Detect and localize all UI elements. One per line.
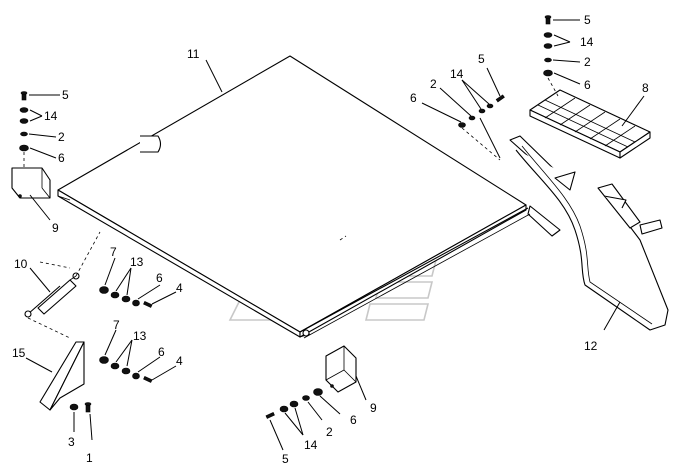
callout-14-left: 14	[44, 109, 58, 123]
callout-6-rack: 6	[584, 78, 591, 92]
callout-3: 3	[68, 435, 75, 449]
gas-strut	[24, 231, 101, 339]
hardware-row-top	[421, 67, 505, 161]
leader-12	[603, 301, 621, 331]
callout-2-bottom: 2	[326, 425, 333, 439]
bracket-bottom	[265, 345, 367, 451]
callout-5-rack: 5	[584, 13, 591, 27]
callout-10: 10	[14, 257, 28, 271]
callout-5-bottom: 5	[282, 452, 289, 466]
support-rod	[299, 207, 531, 339]
callout-9-left: 9	[52, 221, 59, 235]
callout-6-top: 6	[410, 91, 417, 105]
callout-14-bottom: 14	[304, 438, 318, 452]
callout-labels: 11 5 14 2 6 9 10 7 13 6 4 15 7 13 6 4 3 …	[12, 13, 649, 466]
bracket-left	[11, 91, 60, 221]
callout-9-bottom: 9	[370, 401, 377, 415]
callout-5-top: 5	[478, 52, 485, 66]
hardware-stack-rack	[543, 15, 581, 97]
callout-1: 1	[86, 451, 93, 465]
hardware-row-mid	[99, 257, 177, 308]
callout-5-left: 5	[62, 88, 69, 102]
callout-13-lower: 13	[133, 329, 147, 343]
support-arm	[509, 135, 669, 331]
callout-4-upper: 4	[176, 281, 183, 295]
callout-2-rack: 2	[584, 55, 591, 69]
callout-11: 11	[187, 47, 200, 61]
callout-13-upper: 13	[130, 255, 144, 269]
cover-panel	[57, 55, 527, 338]
callout-12: 12	[584, 339, 598, 353]
callout-6-upper: 6	[156, 271, 163, 285]
callout-8: 8	[642, 81, 649, 95]
callout-4-lower: 4	[176, 354, 183, 368]
callout-6-bottom: 6	[350, 413, 357, 427]
callout-2-top: 2	[430, 77, 437, 91]
callout-15: 15	[12, 346, 26, 360]
hardware-hinge-bottom	[69, 402, 93, 441]
callout-7-lower: 7	[113, 318, 120, 332]
hinge-bracket	[25, 341, 85, 411]
hardware-row-low	[99, 329, 177, 383]
callout-7-upper: 7	[110, 245, 117, 259]
callout-14-top: 14	[450, 67, 464, 81]
step-rack	[529, 89, 651, 159]
leader-11	[205, 59, 223, 93]
callout-6-left: 6	[58, 151, 65, 165]
callout-6-lower: 6	[158, 345, 165, 359]
callout-14-rack: 14	[580, 35, 594, 49]
leader-8	[621, 95, 645, 127]
callout-2-left: 2	[58, 130, 65, 144]
